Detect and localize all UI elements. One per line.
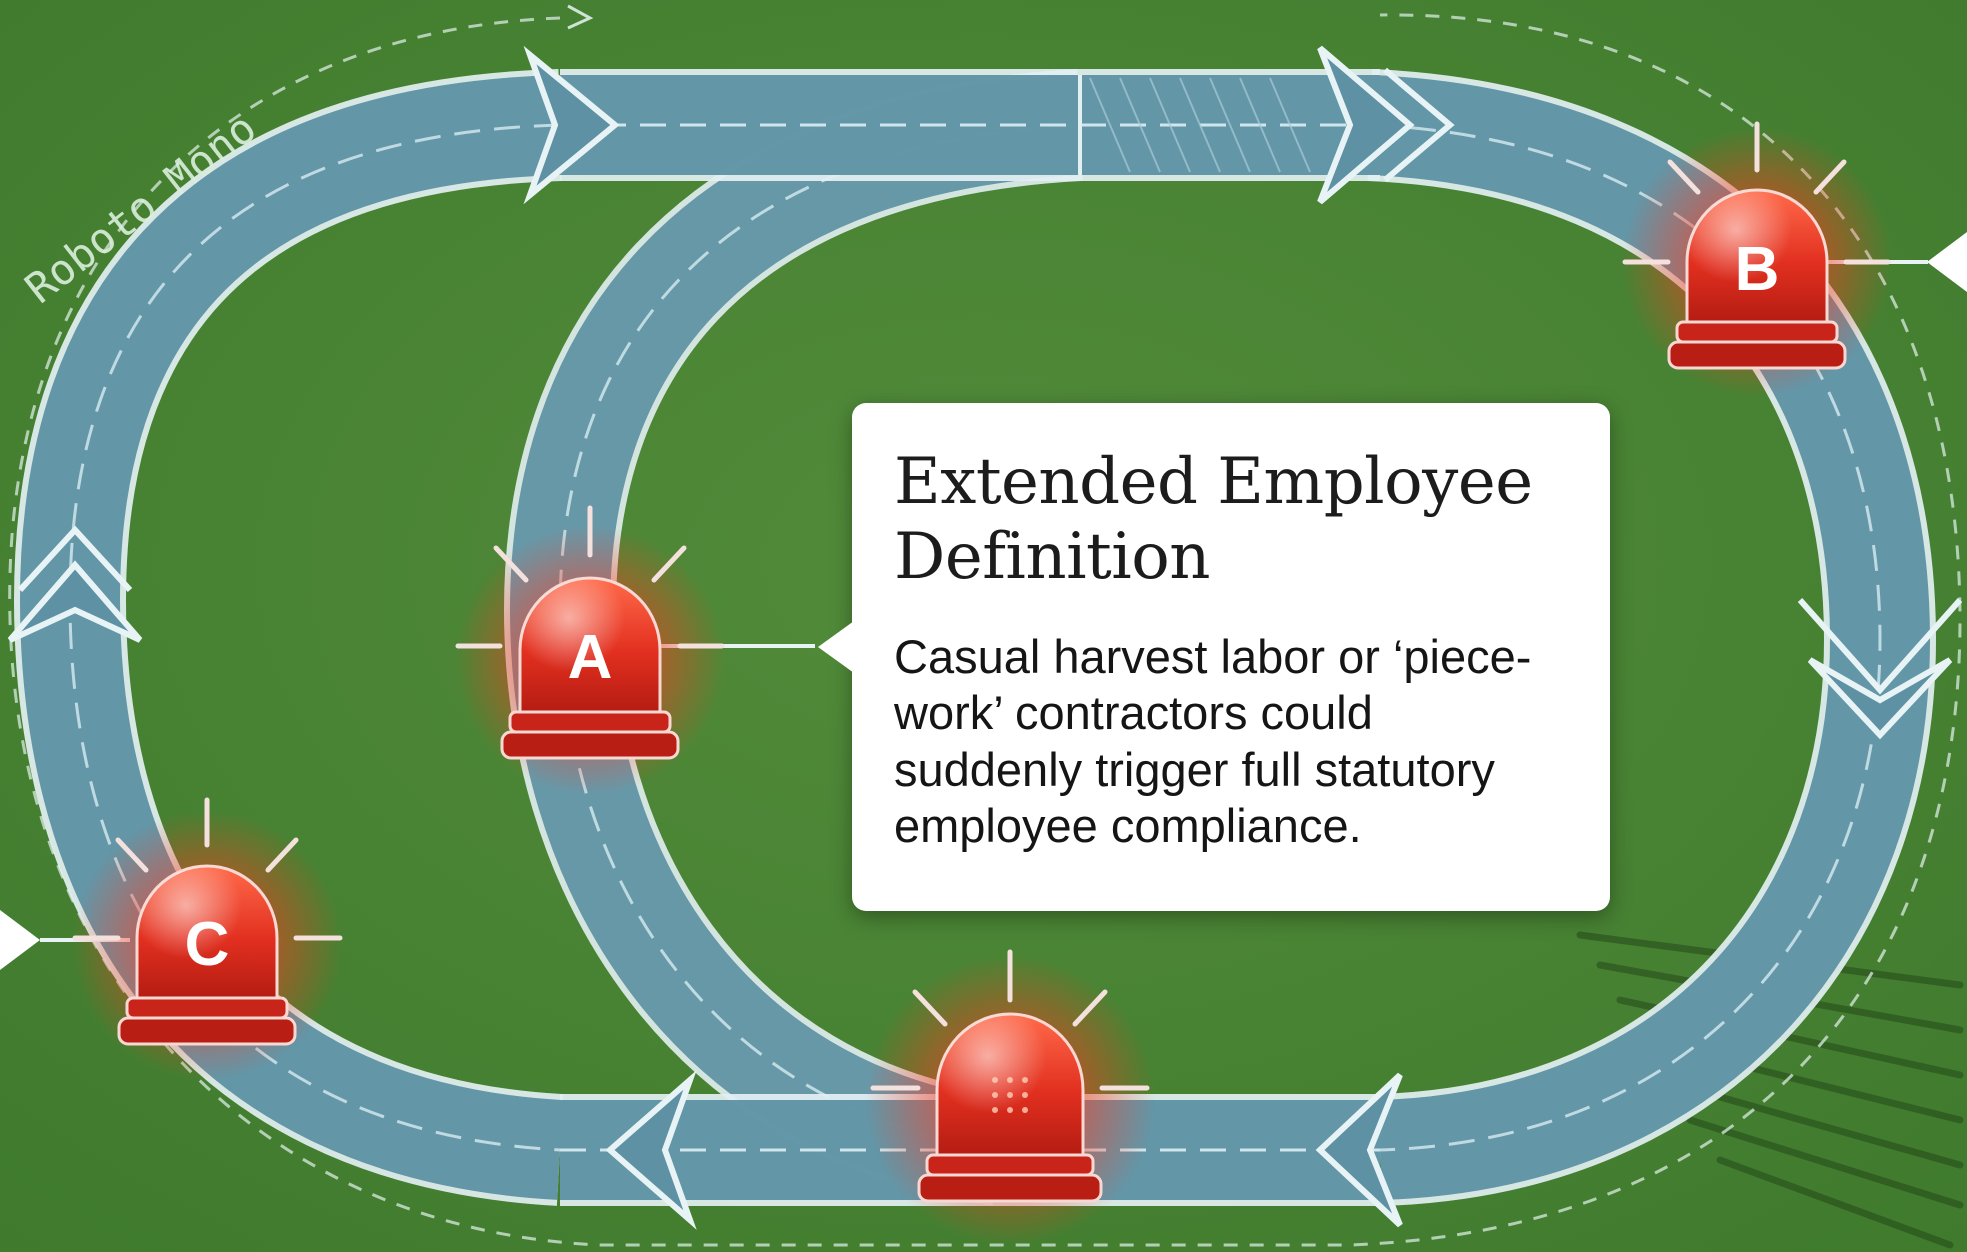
right-edge-pointer xyxy=(1927,232,1967,292)
alarm-c-label: C xyxy=(185,910,230,979)
callout-title: Extended Employee Definition xyxy=(894,445,1533,594)
arrowhead-top-right xyxy=(1383,67,1455,183)
callout-pointer xyxy=(818,621,854,673)
outer-dashed-orbit xyxy=(8,13,1962,1247)
alarm-a-label: A xyxy=(568,623,613,692)
top-arrow-band xyxy=(560,69,1380,181)
alarm-d xyxy=(865,949,1155,1245)
callout-body: Casual harvest labor or ‘piece-work’ con… xyxy=(894,629,1532,852)
arrowhead-right-down xyxy=(1797,598,1963,695)
arrowhead-top-left xyxy=(523,45,620,205)
alarm-b-label: B xyxy=(1735,235,1780,304)
arrowhead-left-up xyxy=(7,560,143,643)
left-edge-pointer xyxy=(0,910,40,970)
arrowheads xyxy=(7,45,1963,1230)
arrowhead-top-mid xyxy=(1317,45,1415,205)
arrowhead-left-up-2 xyxy=(17,525,133,593)
alarm-b: B xyxy=(1622,121,1892,397)
arrowhead-bottom-right xyxy=(1315,1072,1403,1228)
orbit-arrowhead-top xyxy=(567,4,594,30)
arrowhead-bottom-left xyxy=(605,1070,697,1230)
alarm-a: A xyxy=(455,505,725,795)
alarm-c: C xyxy=(72,797,343,1080)
definition-callout: Extended Employee Definition Casual harv… xyxy=(818,403,1610,911)
arrowhead-right-down-2 xyxy=(1807,657,1953,740)
